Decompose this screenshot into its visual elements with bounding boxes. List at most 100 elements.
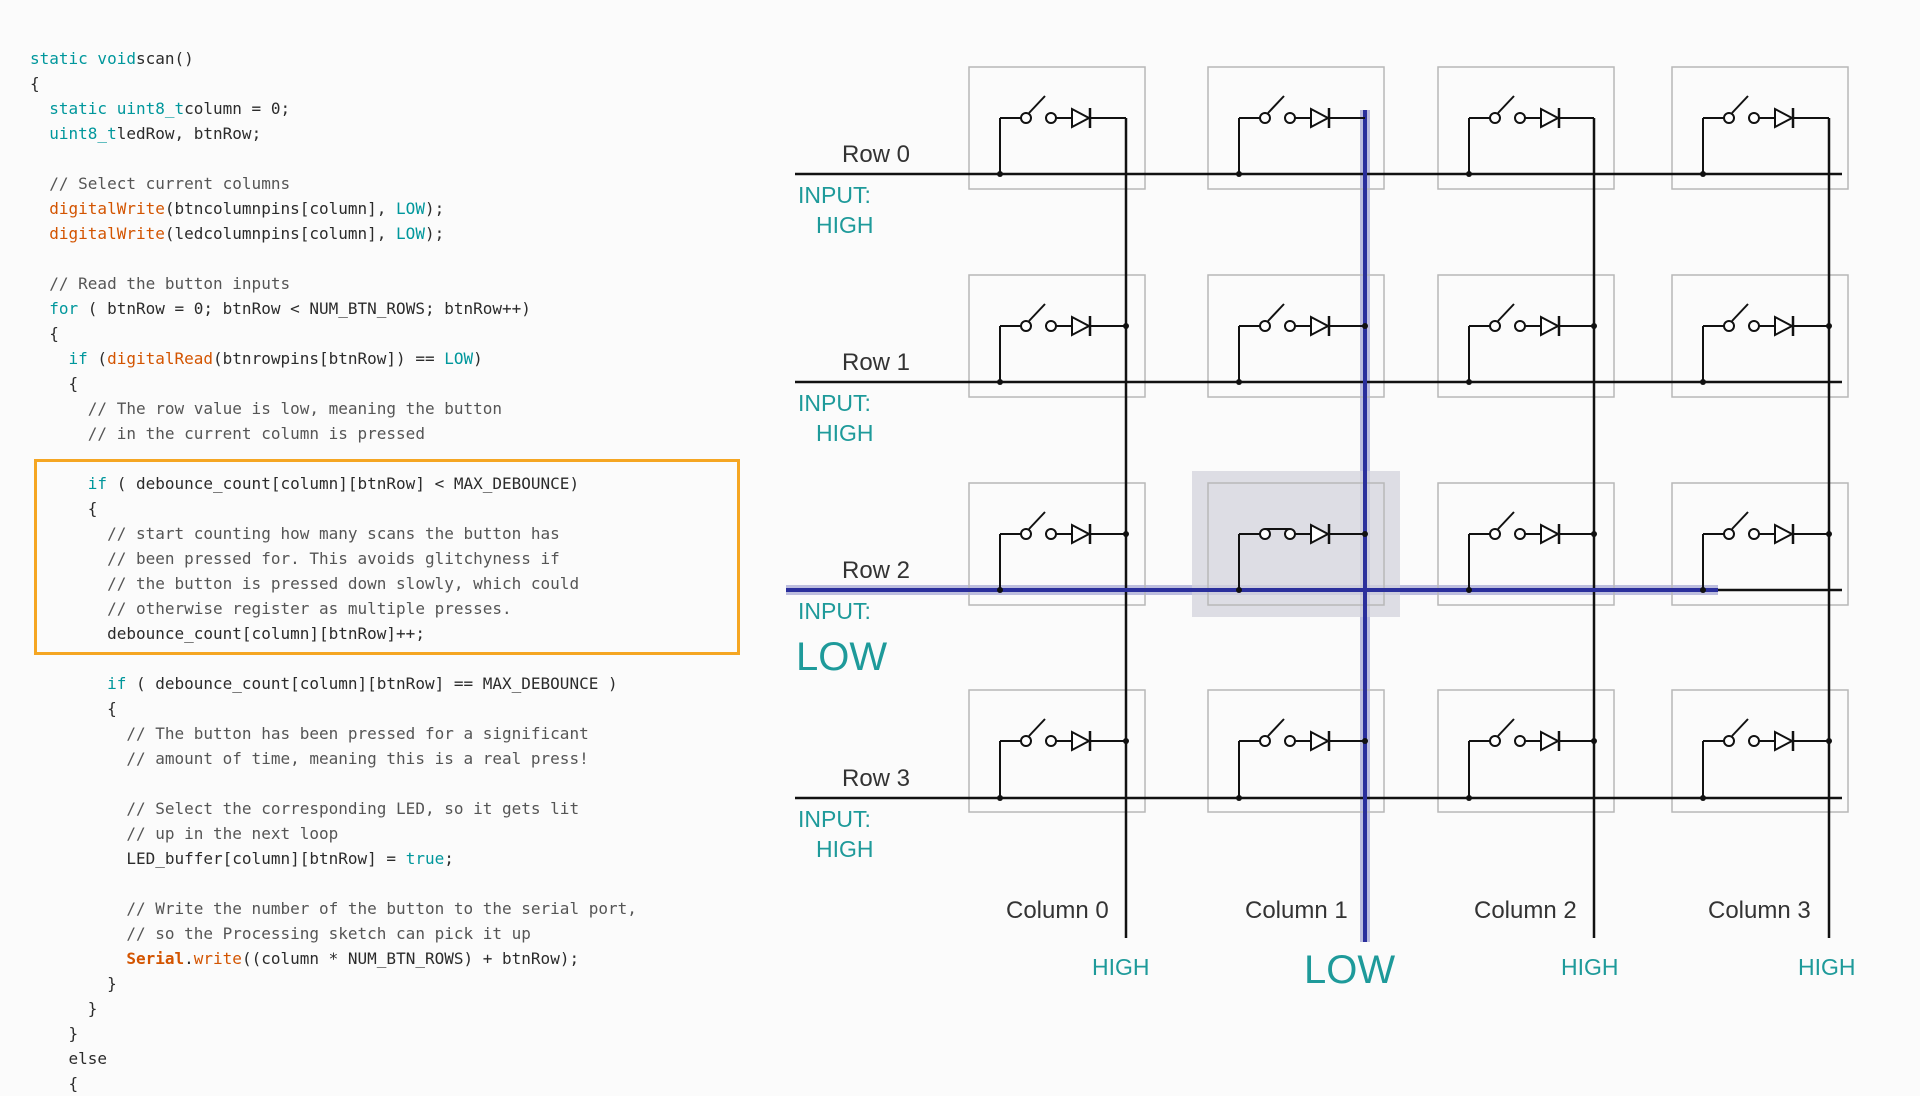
code-token: ); [424, 224, 445, 243]
button-cell [1671, 689, 1849, 813]
code-token: // in the current column is pressed [30, 424, 425, 443]
button-cell [1671, 274, 1849, 398]
switch-lever-open [1731, 303, 1749, 322]
diode-symbol [1540, 730, 1561, 752]
row-input-label: INPUT: [798, 182, 871, 208]
code-line: // so the Processing sketch can pick it … [30, 921, 760, 946]
junction-dot [1466, 587, 1472, 593]
junction-dot [997, 171, 1003, 177]
junction-dot [1123, 531, 1129, 537]
switch-contact [1514, 735, 1526, 747]
code-line: for ( btnRow = 0; btnRow < NUM_BTN_ROWS;… [30, 296, 760, 321]
code-token: ( debounce_count[column][btnRow] < MAX_D… [107, 474, 580, 493]
code-line: } [30, 996, 760, 1021]
button-cell [1437, 482, 1615, 606]
junction-dot [1362, 531, 1368, 537]
code-token: Serial [126, 949, 185, 968]
junction-dot [1236, 795, 1242, 801]
code-line: else [30, 1046, 760, 1071]
code-token: ( btnRow = 0; btnRow < NUM_BTN_ROWS; btn… [78, 299, 531, 318]
code-token: // Select the corresponding LED, so it g… [30, 799, 580, 818]
junction-dot [1826, 323, 1832, 329]
switch-contact [1045, 735, 1057, 747]
diode-symbol [1310, 730, 1331, 752]
code-line: // otherwise register as multiple presse… [30, 596, 760, 621]
code-token: LOW [444, 349, 474, 368]
switch-lever-open [1028, 511, 1046, 530]
code-token: column = 0; [184, 99, 291, 118]
row-state-label: HIGH [816, 420, 874, 446]
junction-dot [1236, 587, 1242, 593]
junction-dot [1826, 531, 1832, 537]
code-token: // Write the number of the button to the… [30, 899, 637, 918]
code-token: ) [473, 349, 483, 368]
code-line: // The button has been pressed for a sig… [30, 721, 760, 746]
switch-lever-open [1267, 303, 1285, 322]
row-input-label: INPUT: [798, 806, 871, 832]
switch-contact [1489, 528, 1501, 540]
button-cell [968, 274, 1146, 398]
button-cell [1437, 66, 1615, 190]
switch-lever-open [1731, 95, 1749, 114]
switch-lever-open [1497, 95, 1515, 114]
junction-dot [1466, 379, 1472, 385]
code-line: } [30, 971, 760, 996]
code-line: digitalWrite(btncolumnpins[column], LOW)… [30, 196, 760, 221]
switch-contact [1045, 112, 1057, 124]
switch-lever-open [1267, 95, 1285, 114]
button-cell [1207, 689, 1385, 813]
code-token: ); [424, 199, 445, 218]
code-line: if (digitalRead(btnrowpins[btnRow]) == L… [30, 346, 760, 371]
switch-contact [1284, 320, 1296, 332]
switch-contact [1020, 112, 1032, 124]
junction-dot [1700, 379, 1706, 385]
code-line: static uint8_tcolumn = 0; [30, 96, 760, 121]
diode-symbol [1774, 523, 1795, 545]
code-token: // Read the button inputs [30, 274, 291, 293]
junction-dot [1236, 171, 1242, 177]
diode-symbol [1774, 315, 1795, 337]
button-cell [968, 66, 1146, 190]
code-token: uint8_t [49, 124, 117, 143]
button-cell [1207, 274, 1385, 398]
switch-lever-open [1267, 718, 1285, 737]
junction-dot [1362, 323, 1368, 329]
code-line: // up in the next loop [30, 821, 760, 846]
code-token: // Select current columns [30, 174, 291, 193]
switch-contact [1489, 735, 1501, 747]
column-state-label: LOW [1304, 948, 1395, 992]
code-token: { [30, 374, 79, 393]
row-state-label: HIGH [816, 836, 874, 862]
switch-lever-open [1497, 511, 1515, 530]
code-line: uint8_tledRow, btnRow; [30, 121, 760, 146]
switch-contact [1284, 528, 1296, 540]
column-state-label: HIGH [1561, 954, 1619, 980]
pressed-cell-highlight [1192, 471, 1400, 617]
code-line: // Select current columns [30, 171, 760, 196]
switch-contact [1284, 112, 1296, 124]
switch-contact [1489, 112, 1501, 124]
code-token: } [30, 1024, 79, 1043]
code-token: . [184, 949, 194, 968]
junction-dot [997, 795, 1003, 801]
switch-contact [1020, 735, 1032, 747]
code-token: // otherwise register as multiple presse… [30, 599, 512, 618]
junction-dot [997, 379, 1003, 385]
column-label: Column 3 [1708, 897, 1811, 924]
button-cell [1671, 482, 1849, 606]
switch-contact [1045, 320, 1057, 332]
diode-symbol [1540, 523, 1561, 545]
code-token: digitalWrite [49, 224, 165, 243]
switch-contact [1045, 528, 1057, 540]
code-token: (btnrowpins[btnRow]) == [213, 349, 445, 368]
code-line: // Read the button inputs [30, 271, 760, 296]
row-state-label: HIGH [816, 212, 874, 238]
code-token: static uint8_t [49, 99, 185, 118]
junction-dot [997, 587, 1003, 593]
code-token: write [193, 949, 242, 968]
diode-symbol [1071, 315, 1092, 337]
code-line: } [30, 1021, 760, 1046]
code-token: { [30, 74, 40, 93]
code-token: ((column * NUM_BTN_ROWS) + btnRow); [241, 949, 580, 968]
